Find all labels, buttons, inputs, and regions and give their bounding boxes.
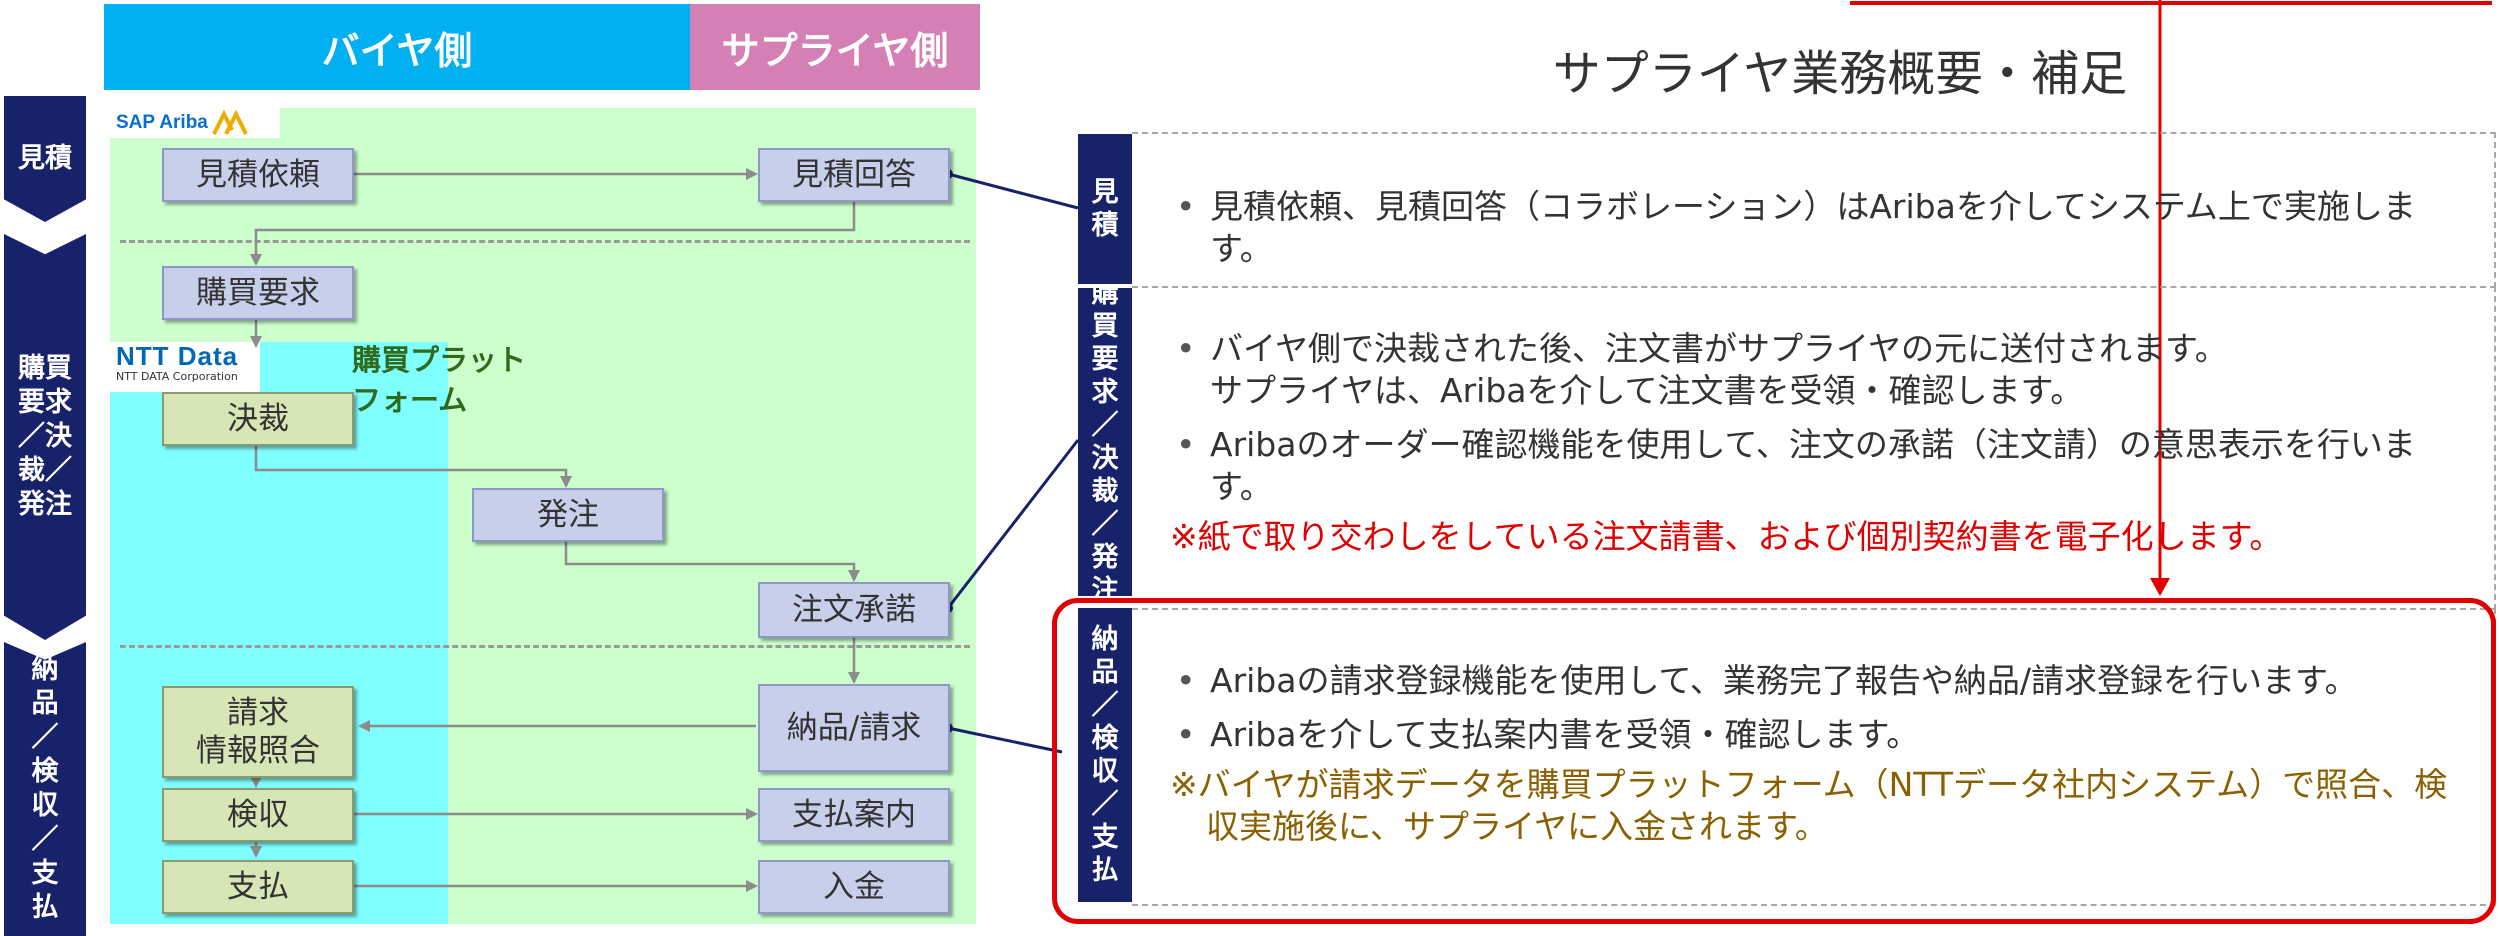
box-delivery-invoice: 納品/請求 bbox=[758, 684, 950, 772]
quote-bullet: 見積依頼、見積回答（コラボレーション）はAribaを介してシステム上で実施します… bbox=[1170, 186, 2470, 270]
box-payment: 支払 bbox=[162, 860, 354, 914]
tab-quote-label: 見積 bbox=[1091, 177, 1119, 241]
tab-order: 購買要求／決裁／発注 bbox=[1078, 288, 1132, 596]
tab-order-label: 購買要求／決裁／発注 bbox=[1091, 288, 1119, 596]
delivery-note: ※バイヤが請求データを購買プラットフォーム（NTTデータ社内システム）で照合、検… bbox=[1170, 765, 2448, 846]
section-order-text: バイヤ側で決裁された後、注文書がサプライヤの元に送付されます。 サプライヤは、A… bbox=[1170, 328, 2460, 558]
section-quote-text: 見積依頼、見積回答（コラボレーション）はAribaを介してシステム上で実施します… bbox=[1170, 186, 2470, 282]
box-inspection: 検収 bbox=[162, 788, 354, 842]
highlight-frame bbox=[1052, 598, 2496, 924]
phase-quote: 見積 bbox=[4, 96, 86, 222]
ariba-mark-icon bbox=[212, 110, 248, 135]
box-purchase-request: 購買要求 bbox=[162, 266, 354, 320]
tab-quote: 見積 bbox=[1078, 134, 1132, 284]
tab-delivery-label: 納品／検収／支払 bbox=[1091, 624, 1119, 886]
buyer-side-header: バイヤ側 bbox=[104, 4, 690, 90]
box-invoice-matching: 請求 情報照合 bbox=[162, 686, 354, 778]
box-receipt: 入金 bbox=[758, 860, 950, 914]
box-quote-response: 見積回答 bbox=[758, 148, 950, 202]
right-title: サプライヤ業務概要・補足 bbox=[1552, 46, 2128, 102]
supplier-side-header: サプライヤ側 bbox=[690, 4, 980, 90]
box-approval: 決裁 bbox=[162, 392, 354, 446]
delivery-bullet-1: Aribaの請求登録機能を使用して、業務完了報告や納品/請求登録を行います。 bbox=[1170, 660, 2460, 702]
ntt-data-logo-text: NTT Data bbox=[116, 341, 239, 371]
ntt-data-logo: NTT Data NTT DATA Corporation bbox=[110, 342, 260, 392]
phase-order: 購買要求／決裁／発注 bbox=[4, 234, 86, 640]
box-quote-request: 見積依頼 bbox=[162, 148, 354, 202]
phase-quote-label: 見積 bbox=[18, 143, 72, 174]
section-delivery-text: Aribaの請求登録機能を使用して、業務完了報告や納品/請求登録を行います。 A… bbox=[1170, 660, 2460, 848]
separator-order bbox=[120, 645, 970, 648]
tab-delivery: 納品／検収／支払 bbox=[1078, 608, 1132, 902]
sap-ariba-logo: SAP Ariba bbox=[110, 108, 280, 138]
phase-delivery: 納品／検収／支払 bbox=[4, 642, 86, 936]
sap-ariba-text: SAP Ariba bbox=[116, 112, 208, 133]
order-bullet-2: Aribaのオーダー確認機能を使用して、注文の承諾（注文請）の意思表示を行います… bbox=[1170, 424, 2460, 508]
phase-order-label: 購買要求／決裁／発注 bbox=[18, 353, 72, 520]
order-bullet-1: バイヤ側で決裁された後、注文書がサプライヤの元に送付されます。 サプライヤは、A… bbox=[1170, 328, 2460, 412]
separator-quote bbox=[120, 240, 970, 243]
box-order: 発注 bbox=[472, 488, 664, 542]
delivery-bullet-2: Aribaを介して支払案内書を受領・確認します。 bbox=[1170, 714, 2460, 756]
platform-label: 購買プラット フォーム bbox=[352, 343, 527, 417]
box-order-acceptance: 注文承諾 bbox=[758, 582, 950, 638]
phase-delivery-label: 納品／検収／支払 bbox=[31, 654, 59, 923]
ntt-data-corp-text: NTT DATA Corporation bbox=[116, 370, 238, 383]
order-note: ※紙で取り交わしをしている注文請書、および個別契約書を電子化します。 bbox=[1170, 517, 2283, 556]
box-payment-notice: 支払案内 bbox=[758, 788, 950, 842]
